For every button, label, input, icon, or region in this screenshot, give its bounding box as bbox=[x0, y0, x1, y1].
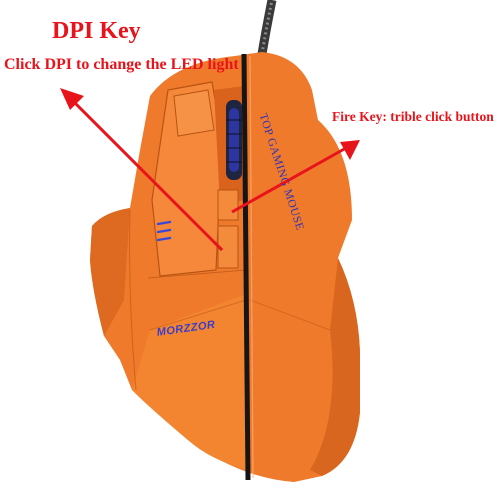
mouse-cable-braid bbox=[260, 0, 274, 55]
left-button-top bbox=[173, 89, 215, 137]
mouse-shadow-left bbox=[90, 208, 130, 336]
dpi-key-caption: Click DPI to change the LED light bbox=[4, 56, 239, 73]
dpi-key-title: DPI Key bbox=[52, 18, 141, 44]
fire-key-caption: Fire Key: trible click button bbox=[332, 109, 494, 124]
mouse-shadow-right bbox=[310, 258, 360, 476]
fire-arrow bbox=[231, 140, 360, 214]
scroll-wheel-glow bbox=[229, 108, 239, 172]
center-seam bbox=[241, 53, 251, 481]
fire-key-button bbox=[217, 189, 239, 221]
dpi-arrow bbox=[60, 88, 224, 252]
mouse-bottom-shell bbox=[132, 294, 248, 470]
led-indicator-icon bbox=[156, 220, 172, 242]
